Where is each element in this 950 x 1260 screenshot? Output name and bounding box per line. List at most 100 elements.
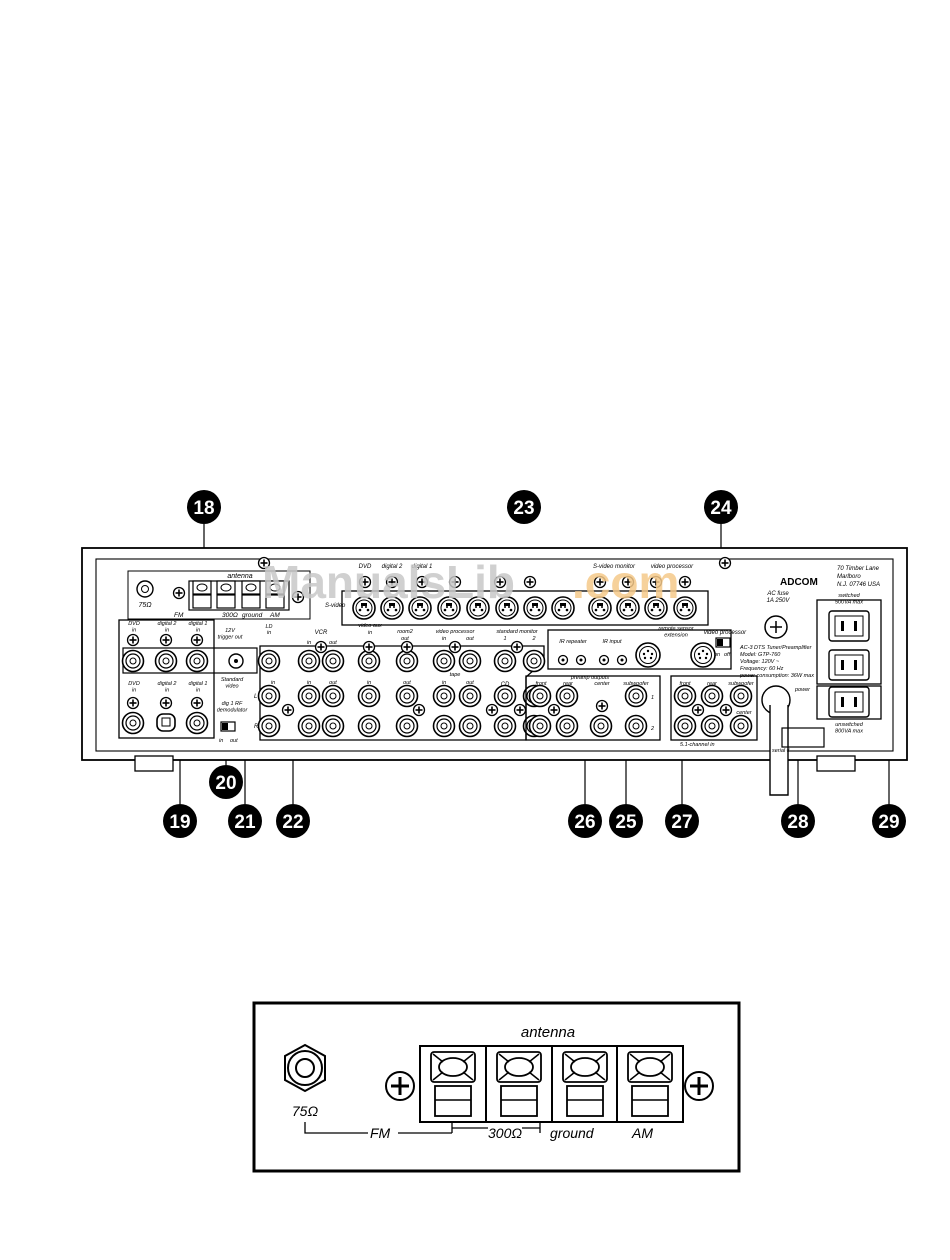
digital-digital1-in-b[interactable] <box>185 711 209 735</box>
svideo-screw <box>678 575 692 589</box>
digital-dvd-in-b[interactable] <box>121 711 145 735</box>
unswitched-outlet[interactable] <box>828 686 870 718</box>
preamp-front-r[interactable] <box>528 714 552 738</box>
av-jack-l[interactable] <box>493 684 517 708</box>
av-jack-r[interactable] <box>357 714 381 738</box>
av-jack-r[interactable] <box>458 714 482 738</box>
coax-dvd-in[interactable] <box>121 649 145 673</box>
panel-75ohm-label: 75Ω <box>138 602 152 609</box>
av-jack-top[interactable] <box>395 649 419 673</box>
callout-20: 20 <box>209 765 243 799</box>
serial-label: serial # <box>772 748 791 754</box>
svideo-screw <box>523 575 537 589</box>
preamp-sub-1[interactable] <box>624 684 648 708</box>
av-jack-top[interactable] <box>493 649 517 673</box>
panel-300ohm-label: 300Ω <box>222 612 238 619</box>
switched-outlet-2[interactable] <box>828 649 870 681</box>
brand-block: ADCOM 70 Timber Lane Marlboro N.J. 07746… <box>780 566 880 588</box>
av-jack-r[interactable] <box>321 714 345 738</box>
av-jack-l[interactable] <box>395 684 419 708</box>
brand-logo: ADCOM <box>780 577 818 588</box>
ch51-sub-label: subwoofer <box>728 681 755 687</box>
preamp-outputs-section: preamp outputs front rear center subwoof… <box>525 675 661 741</box>
ch51-front-r[interactable] <box>673 714 697 738</box>
av-jack-top[interactable] <box>357 649 381 673</box>
ld-label: LD <box>265 624 272 630</box>
ir-input-jack-2[interactable] <box>616 654 628 666</box>
preamp-sub-2[interactable] <box>624 714 648 738</box>
switched-outlet-1[interactable] <box>828 610 870 642</box>
ch51-center[interactable] <box>729 714 753 738</box>
av-jack-top[interactable] <box>321 649 345 673</box>
av-jack-r[interactable] <box>493 714 517 738</box>
detail-ground-label: ground <box>550 1125 595 1141</box>
callout-29-label: 29 <box>878 812 899 833</box>
ch51-rear-label: rear <box>707 681 718 687</box>
coax-digital2-in[interactable] <box>154 649 178 673</box>
detail-antenna-title: antenna <box>521 1024 575 1041</box>
av-screw-mid <box>485 703 499 717</box>
address-line-1: 70 Timber Lane <box>837 566 880 572</box>
switch-off-label: off <box>724 652 731 658</box>
ch51-sub[interactable] <box>729 684 753 708</box>
av-jack-r[interactable] <box>297 714 321 738</box>
callout-22: 22 <box>276 804 310 838</box>
remote-sensor-din-2[interactable] <box>690 642 716 668</box>
av-screw-top <box>400 640 414 654</box>
av-jack-l[interactable] <box>257 684 281 708</box>
av-jack-top[interactable] <box>297 649 321 673</box>
coax-digital1-in[interactable] <box>185 649 209 673</box>
av-jack-l[interactable] <box>432 684 456 708</box>
panel-antenna-section: antenna 75Ω FM 300Ω ground AM <box>127 570 311 620</box>
optical-input[interactable] <box>156 713 176 732</box>
av-jack-l[interactable] <box>458 684 482 708</box>
remote-sensor-din-1[interactable] <box>635 642 661 668</box>
av-jack-r[interactable] <box>395 714 419 738</box>
svideo-connector[interactable] <box>551 596 575 620</box>
ch51-front-l[interactable] <box>673 684 697 708</box>
svideo-digital1-label: digital 1 <box>412 564 433 570</box>
svideo-label: S-video <box>325 603 346 609</box>
watermark-text: ManualsLib <box>262 556 515 608</box>
av-jack-top[interactable] <box>432 649 456 673</box>
preamp-front-label: front <box>535 681 546 687</box>
av-jack-l[interactable] <box>321 684 345 708</box>
panel-fm-label: FM <box>174 612 184 619</box>
svideo-dvd-label: DVD <box>359 564 372 570</box>
av-jack-top[interactable] <box>522 649 546 673</box>
preamp-rear-label: rear <box>563 681 574 687</box>
av-jack-top[interactable] <box>458 649 482 673</box>
address-line-2: Marlboro <box>837 574 861 580</box>
preamp-rear-r[interactable] <box>555 714 579 738</box>
av-screw-top <box>362 640 376 654</box>
ch51-rear-r[interactable] <box>700 714 724 738</box>
av-jack-l[interactable] <box>297 684 321 708</box>
ch51-rear-l[interactable] <box>700 684 724 708</box>
preamp-front-l[interactable] <box>528 684 552 708</box>
model-line-3: Voltage: 120V ~ <box>740 659 780 665</box>
av-jack-r[interactable] <box>257 714 281 738</box>
preamp-center[interactable] <box>589 714 613 738</box>
ir-repeater-label: IR repeater <box>559 639 588 645</box>
video-aux-in-label: in <box>368 630 372 636</box>
address-line-3: N.J. 07746 USA <box>837 582 880 588</box>
ir-input-jack-1[interactable] <box>598 654 610 666</box>
av-screw-top <box>314 640 328 654</box>
detail-antenna-terminal <box>485 1045 553 1123</box>
right-foot <box>816 755 856 772</box>
av-jack-top[interactable] <box>257 649 281 673</box>
av-jack-r[interactable] <box>432 714 456 738</box>
model-line-5: power consumption: 36W max <box>739 673 814 679</box>
av-jack-l[interactable] <box>357 684 381 708</box>
ir-repeater-jack-2[interactable] <box>575 654 587 666</box>
svideo-connector[interactable] <box>523 596 547 620</box>
ir-repeater-jack-1[interactable] <box>557 654 569 666</box>
audio-video-section: LD VCR video aux room2 video processor s… <box>254 623 546 741</box>
screw-right <box>718 556 732 570</box>
preamp-rear-l[interactable] <box>555 684 579 708</box>
